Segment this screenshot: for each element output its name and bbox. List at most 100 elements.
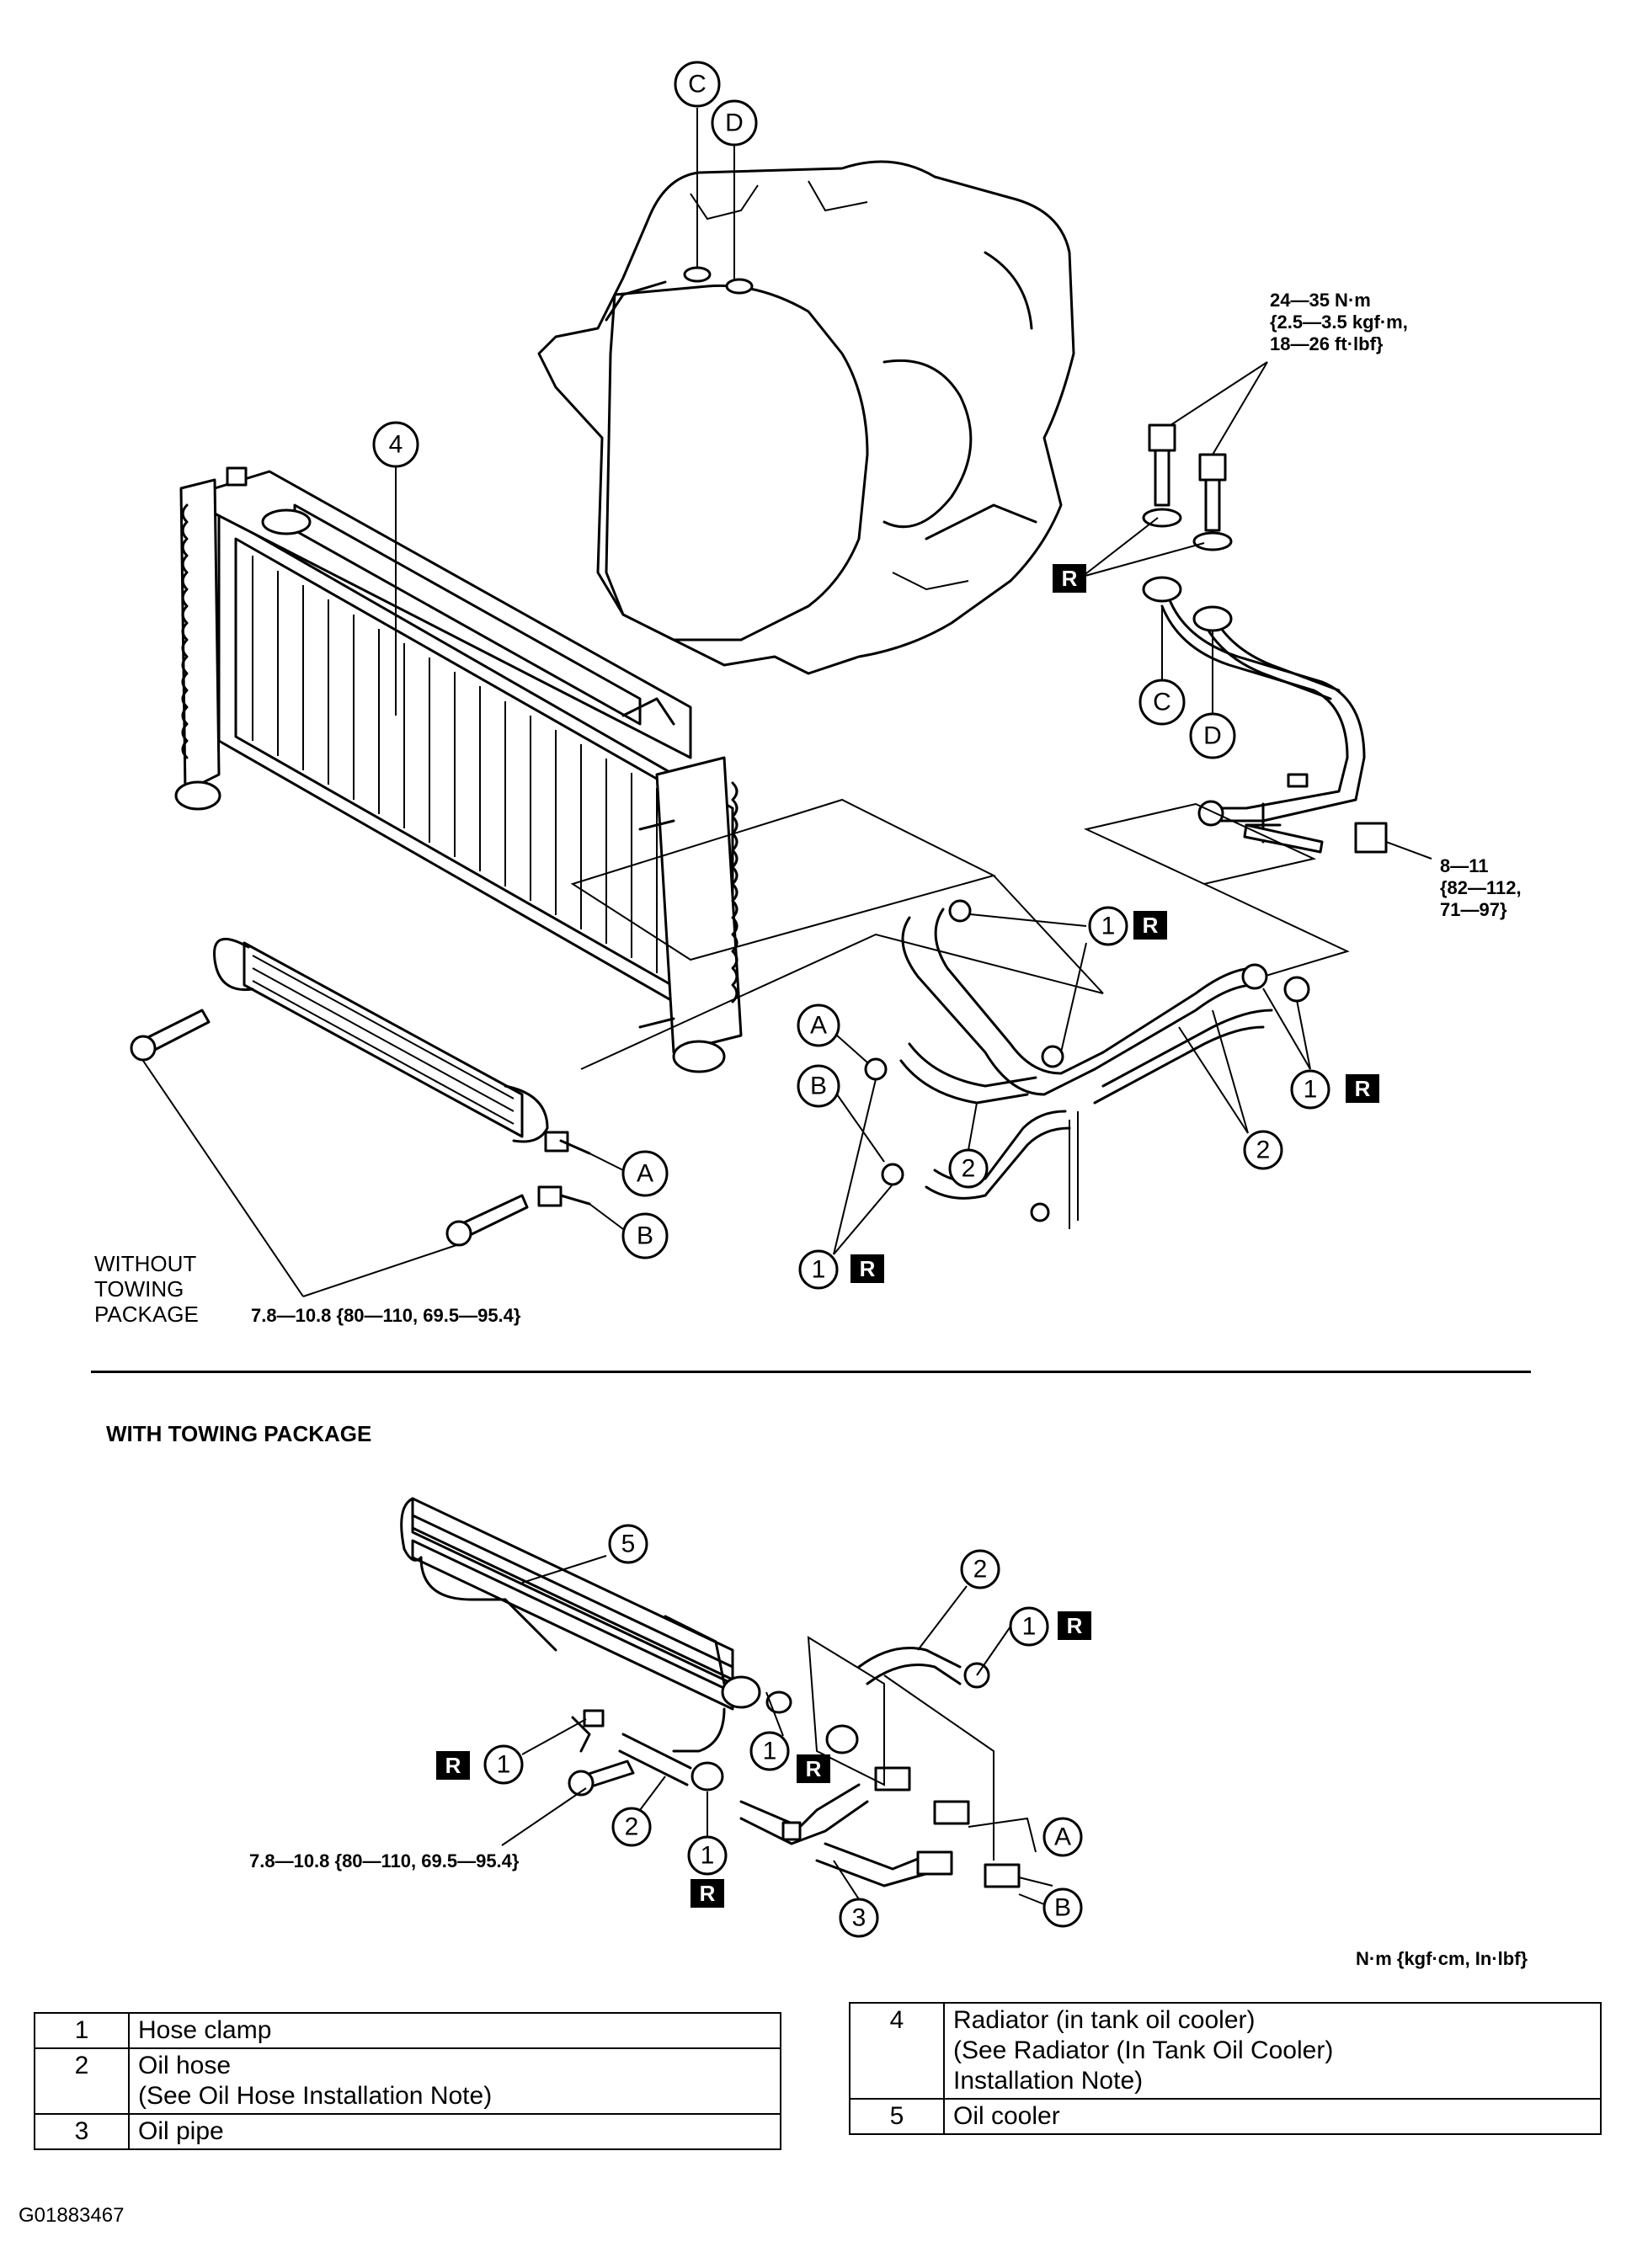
- svg-text:18—26 ft·lbf}: 18—26 ft·lbf}: [1270, 333, 1384, 354]
- legend-num: 1: [34, 2012, 130, 2049]
- callout-1-d: R 1: [436, 1718, 587, 1785]
- svg-text:A: A: [1054, 1823, 1071, 1851]
- svg-text:5: 5: [621, 1531, 636, 1558]
- svg-text:24—35 N·m: 24—35 N·m: [1270, 290, 1371, 311]
- svg-text:A: A: [637, 1160, 653, 1188]
- svg-text:71—97}: 71—97}: [1440, 899, 1507, 920]
- svg-text:{82—112,: {82—112,: [1440, 877, 1522, 898]
- svg-text:D: D: [1203, 722, 1222, 750]
- callout-b-lower: B: [1018, 1887, 1083, 1928]
- svg-text:R: R: [1067, 1613, 1083, 1638]
- svg-text:C: C: [688, 71, 707, 98]
- svg-text:2: 2: [973, 1556, 988, 1584]
- callout-1-e: 1 R: [749, 1691, 830, 1783]
- r-mark-bolts: R: [1053, 564, 1086, 593]
- callout-1-f: 1 R: [687, 1792, 728, 1908]
- callout-2-a: 2: [948, 1102, 989, 1189]
- section-divider: [91, 1371, 1531, 1373]
- legend-row: 1 Hose clamp: [34, 2012, 781, 2049]
- callout-d-pipe: D: [1189, 631, 1236, 759]
- legend-desc-line: Oil hose: [138, 2052, 232, 2079]
- svg-text:1: 1: [1022, 1613, 1037, 1641]
- callout-b-upper: B: [589, 1203, 669, 1259]
- svg-text:R: R: [1143, 913, 1159, 938]
- legend-row: 5 Oil cooler: [849, 2098, 1602, 2135]
- callout-1-r3: 1 R: [798, 1078, 893, 1290]
- torque-leader-lower: [501, 1787, 587, 1846]
- callout-c-top: C: [674, 61, 721, 268]
- svg-text:R: R: [1355, 1076, 1371, 1101]
- callout-1-c: 1 R: [976, 1606, 1091, 1676]
- svg-text:2: 2: [962, 1155, 976, 1183]
- oil-cooler-large-drawing: [400, 1497, 792, 1797]
- callout-a-upper: A: [589, 1150, 669, 1197]
- callout-2-b: 2: [1178, 1009, 1283, 1170]
- svg-text:B: B: [637, 1222, 653, 1250]
- svg-text:B: B: [1054, 1894, 1071, 1922]
- svg-text:1: 1: [1101, 913, 1116, 940]
- svg-text:1: 1: [497, 1751, 511, 1779]
- callout-5: 5: [521, 1524, 648, 1584]
- svg-text:R: R: [806, 1756, 822, 1781]
- legend-desc: Hose clamp: [128, 2012, 781, 2049]
- legend-row: 4 Radiator (in tank oil cooler)(See Radi…: [849, 2002, 1602, 2100]
- callout-3: 3: [833, 1860, 879, 1938]
- reference-planes: [570, 798, 1350, 1070]
- callout-c-pipe: C: [1138, 606, 1186, 726]
- callout-1-r1: 1 R: [969, 906, 1167, 1053]
- without-line-1: WITHOUT: [94, 1251, 197, 1276]
- legend-desc-line: Hose clamp: [138, 2016, 272, 2044]
- cooler-torque-lower: 7.8—10.8 {80—110, 69.5—95.4}: [249, 1850, 520, 1871]
- spec-bolt-top: 24—35 N·m {2.5—3.5 kgf·m, 18—26 ft·lbf}: [1270, 290, 1408, 354]
- svg-text:1: 1: [763, 1738, 777, 1765]
- svg-text:R: R: [860, 1256, 876, 1281]
- callout-4: 4: [372, 421, 419, 716]
- legend-desc-line: Oil cooler: [953, 2102, 1060, 2130]
- legend-row: 3 Oil pipe: [34, 2113, 781, 2150]
- svg-text:B: B: [810, 1073, 827, 1100]
- legend-num: 5: [849, 2098, 945, 2135]
- callout-a-lower: A: [1042, 1817, 1083, 1857]
- svg-text:A: A: [810, 1012, 827, 1040]
- legend-num: 2: [34, 2047, 130, 2115]
- legend-desc-line: (See Radiator (In Tank Oil Cooler): [953, 2036, 1334, 2064]
- svg-text:{2.5—3.5 kgf·m,: {2.5—3.5 kgf·m,: [1270, 311, 1408, 333]
- legend-desc: Oil cooler: [943, 2098, 1602, 2135]
- legend-desc-line: Oil pipe: [138, 2117, 224, 2145]
- with-towing-package-label: WITH TOWING PACKAGE: [106, 1421, 372, 1446]
- legend-desc-line: Radiator (in tank oil cooler): [953, 2006, 1256, 2034]
- callout-d-top: D: [711, 99, 758, 280]
- svg-text:1: 1: [701, 1842, 715, 1870]
- without-towing-package-label: WITHOUT TOWING PACKAGE: [94, 1251, 280, 1327]
- transaxle-drawing: [537, 160, 1075, 675]
- svg-text:4: 4: [389, 431, 403, 459]
- oil-hoses-upper-drawing: [864, 899, 1310, 1229]
- svg-text:1: 1: [1304, 1076, 1318, 1104]
- legend-num: 4: [849, 2002, 945, 2100]
- svg-text:2: 2: [1256, 1137, 1271, 1164]
- svg-text:8—11: 8—11: [1440, 855, 1489, 876]
- legend-desc: Oil pipe: [128, 2113, 781, 2150]
- svg-text:2: 2: [625, 1813, 639, 1841]
- svg-text:3: 3: [852, 1904, 866, 1932]
- legend-desc: Oil hose (See Oil Hose Installation Note): [128, 2047, 781, 2115]
- legend-num: 3: [34, 2113, 130, 2150]
- svg-text:R: R: [445, 1753, 461, 1778]
- oil-cooler-small-drawing: [130, 938, 591, 1297]
- legend-table-right: 4 Radiator (in tank oil cooler)(See Radi…: [849, 2002, 1602, 2135]
- callout-b-hose: B: [797, 1064, 885, 1163]
- bolts-upper: [1081, 361, 1432, 860]
- callout-2-c: 2: [917, 1549, 1000, 1651]
- without-line-3: PACKAGE: [94, 1302, 199, 1327]
- unit-note: N·m {kgf·cm, In·lbf}: [1356, 1948, 1528, 1969]
- oil-pipe-upper-drawing: [1160, 600, 1366, 844]
- cooler-torque-upper: 7.8—10.8 {80—110, 69.5—95.4}: [251, 1305, 521, 1326]
- spec-bolt-mid: 8—11 {82—112, 71—97}: [1440, 855, 1522, 920]
- callout-1-r2: 1 R: [1262, 988, 1379, 1110]
- svg-text:R: R: [1062, 566, 1078, 591]
- svg-text:1: 1: [812, 1256, 826, 1284]
- legend-desc-line: (See Oil Hose Installation Note): [138, 2082, 493, 2110]
- callout-a-hose: A: [797, 1004, 868, 1063]
- without-line-2: TOWING: [94, 1276, 184, 1302]
- svg-text:R: R: [700, 1881, 716, 1906]
